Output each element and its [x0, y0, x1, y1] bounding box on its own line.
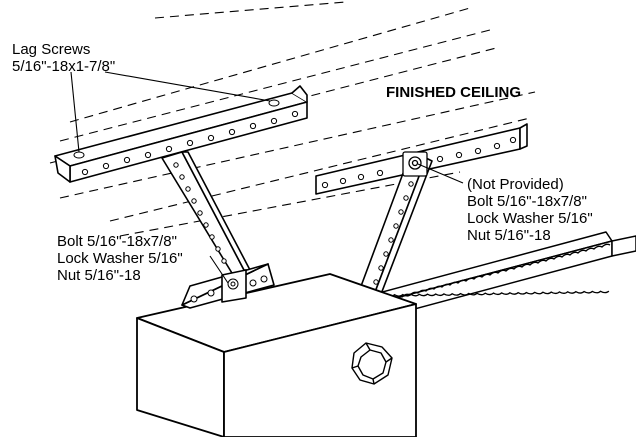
rail-chain — [377, 243, 611, 304]
lag-screws-label-line-2: 5/16"-18x1-7/8" — [12, 58, 116, 75]
right-hardware-line-3: Lock Washer 5/16" — [467, 210, 593, 227]
left-angle-iron-holes — [73, 99, 299, 176]
lag-screws-label: Lag Screws 5/16"-18x1-7/8" — [12, 41, 115, 75]
light-lens-icon — [351, 342, 393, 385]
lag-screws-label-line-1: Lag Screws — [12, 41, 91, 58]
left-hardware-line-2: Lock Washer 5/16" — [57, 250, 183, 267]
unit-bracket-holes — [190, 275, 268, 303]
left-hardware-line-1: Bolt 5/16"-18x7/8" — [57, 233, 177, 250]
right-hardware-line-1: (Not Provided) — [467, 176, 564, 193]
leader-lines — [70, 71, 464, 284]
right-angle-iron-holes — [321, 136, 517, 189]
finished-ceiling-label: FINISHED CEILING — [386, 84, 522, 101]
left-hardware-label: Bolt 5/16"-18x7/8" Lock Washer 5/16" Nut… — [57, 233, 183, 284]
opener-motor-unit — [136, 273, 417, 437]
right-hardware-line-4: Nut 5/16"-18 — [467, 227, 551, 244]
right-bolt-washer — [402, 151, 428, 177]
left-strap-holes — [173, 162, 227, 264]
right-strap-holes — [373, 181, 414, 285]
right-hardware-line-2: Bolt 5/16"-18x7/8" — [467, 193, 587, 210]
left-hardware-line-3: Nut 5/16"-18 — [57, 267, 141, 284]
right-hardware-label: (Not Provided) Bolt 5/16"-18x7/8" Lock W… — [467, 176, 593, 244]
